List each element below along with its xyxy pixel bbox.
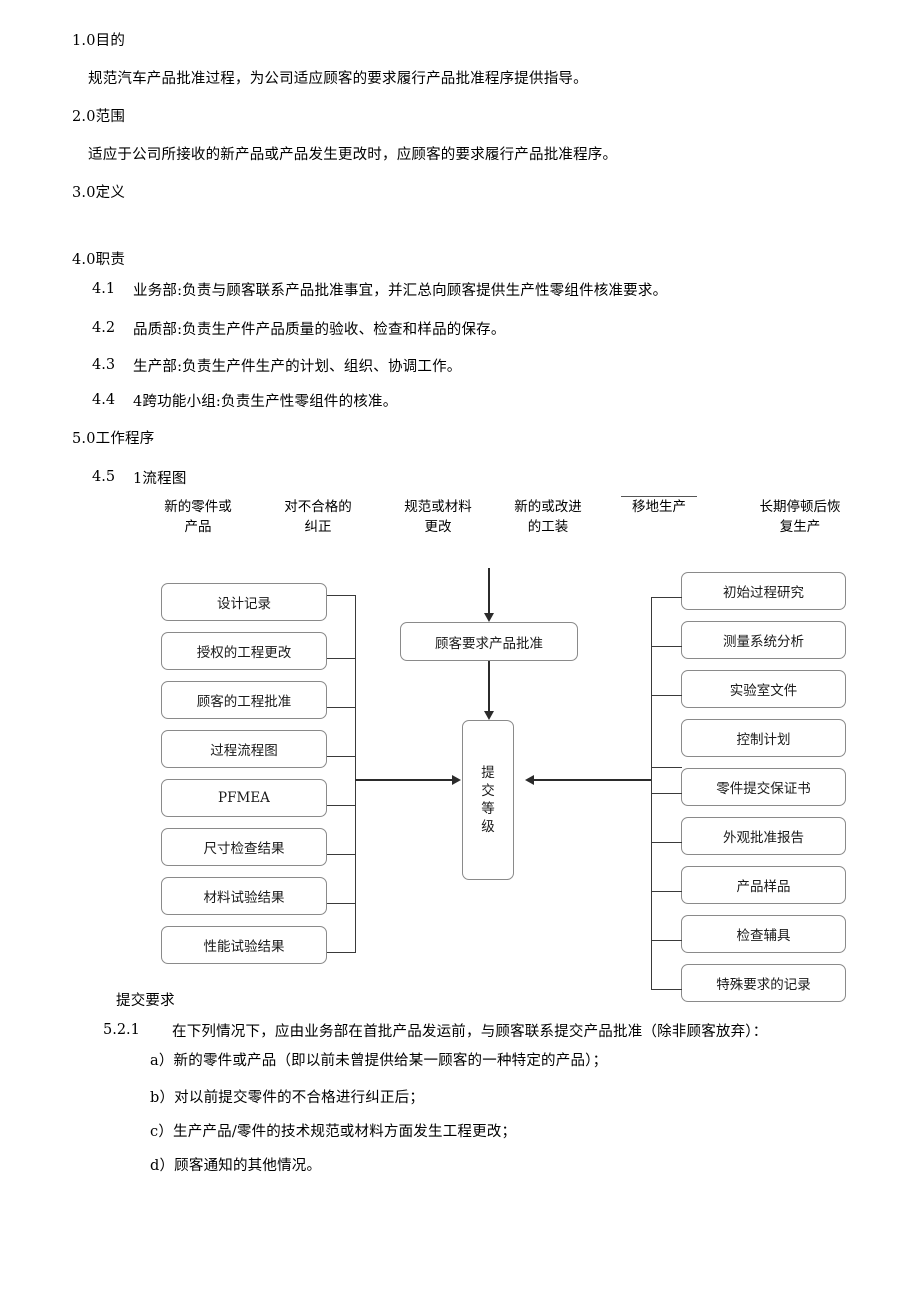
flowchart-node-left-7: 材料试验结果 <box>161 877 327 915</box>
connector-right-stub-8 <box>651 940 682 941</box>
flowchart-node-left-4: 过程流程图 <box>161 730 327 768</box>
connector-right-bus <box>651 597 652 990</box>
responsibility-num-4: 4.4 <box>92 392 116 408</box>
flowchart-node-right-2: 测量系统分析 <box>681 621 846 659</box>
flowchart-node-right-6: 外观批准报告 <box>681 817 846 855</box>
connector-left-stub-6 <box>327 854 356 855</box>
connector-right-stub-5 <box>651 793 682 794</box>
responsibility-text-4: 4跨功能小组:负责生产性零组件的核准。 <box>133 394 398 410</box>
arrow-top-to-customer-requirement <box>488 568 490 613</box>
connector-right-stub-1 <box>651 597 682 598</box>
section-body-1: 规范汽车产品批准过程，为公司适应顾客的要求履行产品批准程序提供指导。 <box>88 71 588 87</box>
section-heading-1: 1.0目的 <box>72 33 126 49</box>
flowchart-column-header-3: 规范或材料 更改 <box>404 499 472 535</box>
connector-right-stub-6 <box>651 842 682 843</box>
submission-item-a: a）新的零件或产品（即以前未曾提供给某一顾客的一种特定的产品）； <box>150 1053 608 1069</box>
arrow-right-to-decision <box>534 779 651 781</box>
connector-left-stub-2 <box>327 658 356 659</box>
connector-left-stub-4 <box>327 756 356 757</box>
flowchart-node-left-5: PFMEA <box>161 779 327 817</box>
flowchart-node-left-1: 设计记录 <box>161 583 327 621</box>
responsibility-num-1: 4.1 <box>92 281 116 297</box>
section-heading-3: 3.0定义 <box>72 185 126 201</box>
section-heading-4: 4.0职责 <box>72 252 126 268</box>
flowchart-node-left-6: 尺寸检查结果 <box>161 828 327 866</box>
submission-level-char-2: 交 <box>481 782 495 799</box>
submission-level-char-4: 级 <box>481 819 495 836</box>
connector-left-stub-5 <box>327 805 356 806</box>
responsibility-num-2: 4.2 <box>92 320 116 336</box>
connector-right-stub-9 <box>651 989 682 990</box>
connector-left-bus <box>355 595 356 953</box>
submission-item-d: d）顾客通知的其他情况。 <box>150 1158 322 1174</box>
flowchart-node-left-8: 性能试验结果 <box>161 926 327 964</box>
submission-level-char-3: 等 <box>481 801 495 817</box>
flowchart-node-right-8: 检查辅具 <box>681 915 846 953</box>
connector-left-stub-1 <box>327 595 356 596</box>
flowchart-node-right-5: 零件提交保证书 <box>681 768 846 806</box>
flowchart-column-header-6: 长期停顿后恢 复生产 <box>759 499 841 535</box>
submission-requirements-title: 提交要求 <box>116 993 175 1009</box>
arrow-customer-requirement-to-decision <box>488 661 490 711</box>
connector-left-stub-7 <box>327 903 356 904</box>
flowchart-column-header-5: 移地生产 <box>621 496 697 518</box>
connector-right-stub-4 <box>651 767 682 768</box>
flowchart-node-right-7: 产品样品 <box>681 866 846 904</box>
connector-right-stub-2 <box>651 646 682 647</box>
responsibility-text-1: 业务部:负责与顾客联系产品批准事宜，并汇总向顾客提供生产性零组件核准要求。 <box>133 283 668 299</box>
connector-left-stub-3 <box>327 707 356 708</box>
submission-level-char-1: 提 <box>481 764 495 781</box>
connector-right-stub-3 <box>651 695 682 696</box>
submission-item-c: c）生产产品/零件的技术规范或材料方面发生工程更改； <box>150 1124 517 1140</box>
flowchart-column-header-2: 对不合格的 纠正 <box>284 499 352 535</box>
flowchart-node-customer-requirement: 顾客要求产品批准 <box>400 622 578 661</box>
connector-left-stub-8 <box>327 952 356 953</box>
flowchart-node-right-4: 控制计划 <box>681 719 846 757</box>
responsibility-text-2: 品质部:负责生产件产品质量的验收、检查和样品的保存。 <box>133 322 506 338</box>
flowchart-node-right-9: 特殊要求的记录 <box>681 964 846 1002</box>
flowchart-node-right-1: 初始过程研究 <box>681 572 846 610</box>
flowchart-column-header-1: 新的零件或 产品 <box>164 499 232 535</box>
flowchart-label-num: 4.5 <box>92 469 116 485</box>
flowchart-node-submission-level: 提 交 等 级 <box>462 720 514 880</box>
flowchart-column-header-4: 新的或改进 的工装 <box>514 499 582 535</box>
flowchart-label-text: 1流程图 <box>133 471 187 487</box>
section-heading-5: 5.0工作程序 <box>72 431 155 447</box>
arrow-left-to-decision <box>355 779 452 781</box>
section-body-2: 适应于公司所接收的新产品或产品发生更改时，应顾客的要求履行产品批准程序。 <box>88 147 618 163</box>
section-heading-2: 2.0范围 <box>72 109 126 125</box>
connector-right-stub-7 <box>651 891 682 892</box>
submission-clause-num: 5.2.1 <box>103 1022 140 1038</box>
responsibility-text-3: 生产部:负责生产件生产的计划、组织、协调工作。 <box>133 359 462 375</box>
flowchart-node-left-3: 顾客的工程批准 <box>161 681 327 719</box>
submission-item-b: b）对以前提交零件的不合格进行纠正后； <box>150 1090 425 1106</box>
submission-clause-text: 在下列情况下，应由业务部在首批产品发运前，与顾客联系提交产品批准（除非顾客放弃）… <box>172 1024 768 1040</box>
flowchart-node-right-3: 实验室文件 <box>681 670 846 708</box>
flowchart-node-left-2: 授权的工程更改 <box>161 632 327 670</box>
responsibility-num-3: 4.3 <box>92 357 116 373</box>
